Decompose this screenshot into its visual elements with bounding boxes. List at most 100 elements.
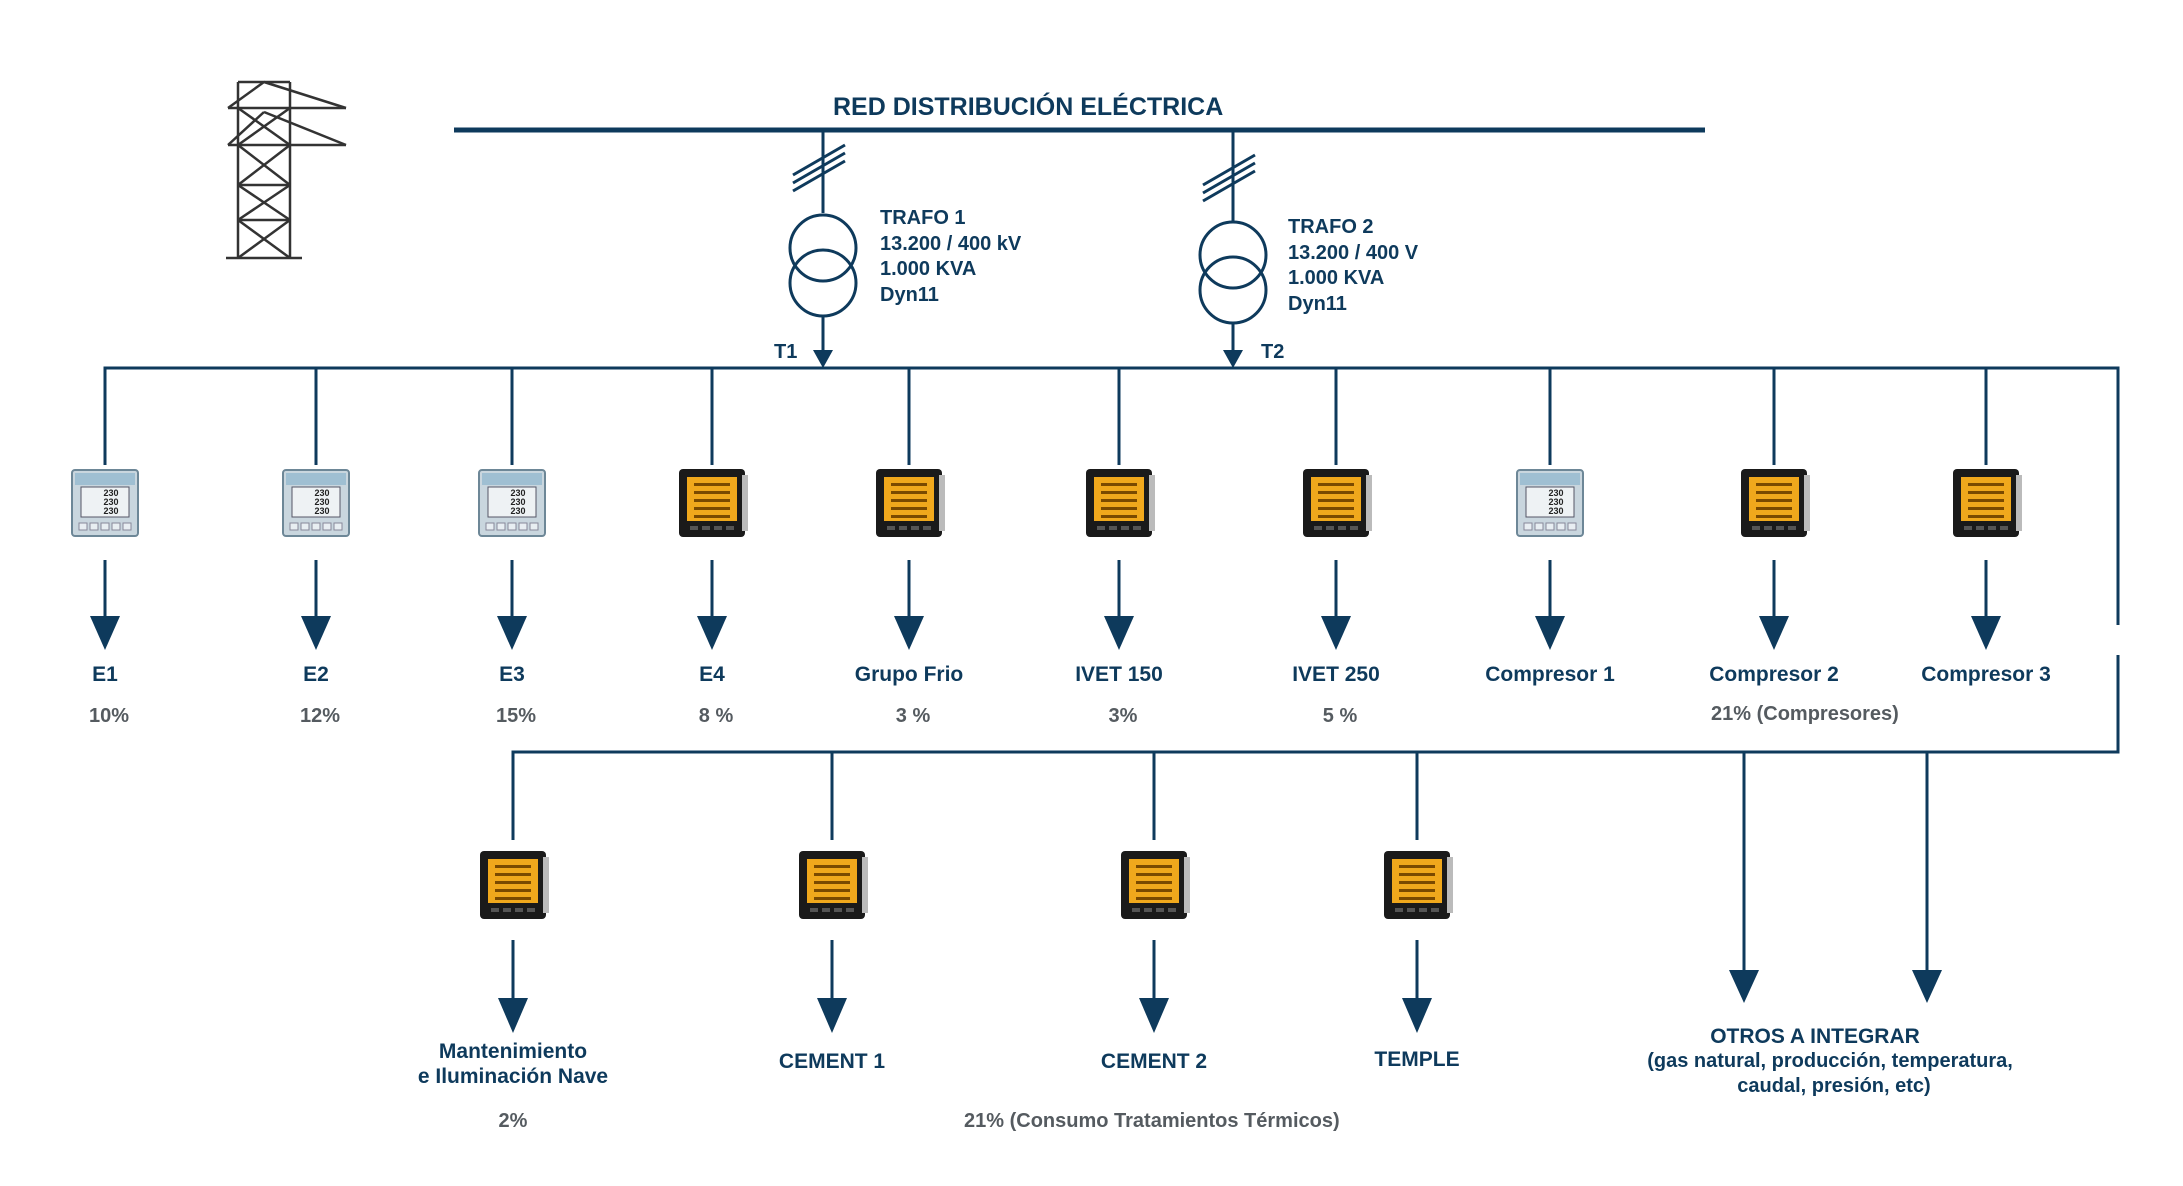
arrow-down-icon [1535,616,1565,650]
arrow-down-icon [1729,970,1759,1003]
meter-reading: 230 [103,488,118,498]
otros-feeders [1742,752,1929,972]
otros-title: OTROS A INTEGRAR [1710,1025,1920,1048]
power-meter-icon [799,851,868,919]
meter-reading: 230 [103,506,118,516]
load-e4: E4 8 % [679,368,748,727]
load-label: Mantenimiento [439,1040,587,1063]
power-meter-icon [1384,851,1453,919]
power-meter-icon [1086,469,1155,537]
compresores-pct: 21% (Compresores) [1711,703,1899,725]
transformer-2 [1198,130,1268,350]
trafo2-group: Dyn11 [1288,293,1347,315]
meter-reading: 230 [1548,506,1563,516]
meter-reading: 230 [1548,488,1563,498]
meter-reading: 230 [510,488,525,498]
arrow-down-icon [697,616,727,650]
trafo2-tag: T2 [1261,341,1284,363]
arrow-down-icon [1402,998,1432,1033]
arrow-down-icon [817,998,847,1033]
arrow-down-icon [301,616,331,650]
arrow-down-icon [90,616,120,650]
otros-line2: caudal, presión, etc) [1737,1075,1930,1097]
load-label: IVET 250 [1292,663,1380,686]
meter-reading: 230 [314,488,329,498]
trafo1-group: Dyn11 [880,284,939,306]
arrow-down-icon [497,616,527,650]
trafo2-voltage: 13.200 / 400 V [1288,242,1419,264]
power-meter-icon [679,469,748,537]
arrow-down-icon [813,350,833,368]
meter-reading: 230 [510,497,525,507]
loads-row-1: 230230230E110%230230230E212%230230230E31… [71,368,2051,727]
meter-reading: 230 [510,506,525,516]
load-cement-2: CEMENT 2 [1101,752,1207,1073]
trafo2-name: TRAFO 2 [1288,216,1374,238]
load-pct: 3 % [896,705,931,727]
arrow-down-icon [1223,350,1243,368]
load-compresor-3: Compresor 3 [1921,368,2051,686]
load-label: E3 [499,663,525,686]
arrow-down-icon [1321,616,1351,650]
load-ivet-250: IVET 250 5 % [1292,368,1380,727]
otros-line1: (gas natural, producción, temperatura, [1647,1050,2013,1072]
load-pct: 3% [1109,705,1138,727]
load-ivet-150: IVET 150 3% [1075,368,1163,727]
load-cement-1: CEMENT 1 [779,752,886,1073]
load-pct: 10% [89,705,129,727]
trafo1-power: 1.000 KVA [880,258,976,280]
power-meter-icon [1741,469,1810,537]
load-label: CEMENT 2 [1101,1050,1207,1073]
trafo1-tag: T1 [774,341,797,363]
load-compresor-2: Compresor 2 [1709,368,1839,686]
meter-reading: 230 [1548,497,1563,507]
transformer-icon [1198,220,1268,325]
meter-reading: 230 [103,497,118,507]
load-label: Compresor 3 [1921,663,2051,686]
load-pct: 5 % [1323,705,1358,727]
load-label: E4 [699,663,725,686]
trafo2-power: 1.000 KVA [1288,267,1384,289]
power-meter-icon [876,469,945,537]
load-pct: 15% [496,705,536,727]
load-label: Grupo Frio [855,663,964,686]
arrow-down-icon [1971,616,2001,650]
power-meter-icon [480,851,549,919]
transformer-1 [788,130,858,350]
power-meter-icon [1303,469,1372,537]
load-label: CEMENT 1 [779,1050,886,1073]
load-pct: 8 % [699,705,734,727]
meter-reading: 230 [314,497,329,507]
transformer-icon [788,213,858,318]
trafo1-name: TRAFO 1 [880,207,966,229]
load-temple: TEMPLE [1374,752,1460,1071]
load-pct: 2% [499,1110,528,1132]
load-label: E2 [303,663,329,686]
load-label: TEMPLE [1374,1048,1459,1071]
arrow-down-icon [1139,998,1169,1033]
load-label: Compresor 2 [1709,663,1839,686]
arrow-down-icon [1104,616,1134,650]
arrow-down-icon [1912,970,1942,1003]
arrow-down-icon [498,998,528,1033]
trafo1-voltage: 13.200 / 400 kV [880,233,1022,255]
arrow-down-icon [1759,616,1789,650]
power-tower-icon [226,80,347,260]
termicos-pct: 21% (Consumo Tratamientos Térmicos) [964,1110,1340,1132]
load-label: Compresor 1 [1485,663,1615,686]
load-label: E1 [92,663,118,686]
meter-reading: 230 [314,506,329,516]
load-label: IVET 150 [1075,663,1163,686]
diagram-title: RED DISTRIBUCIÓN ELÉCTRICA [833,91,1223,121]
